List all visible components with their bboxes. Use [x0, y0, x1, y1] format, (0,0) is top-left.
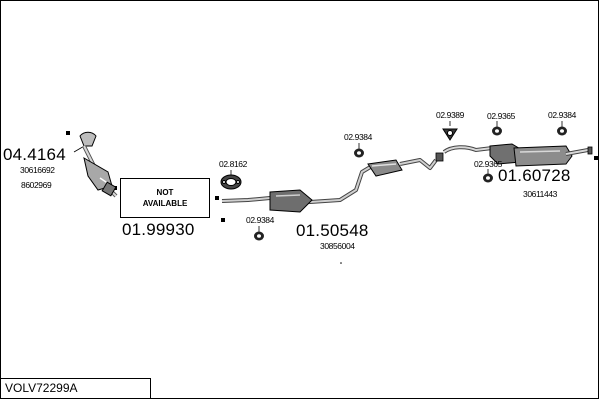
rear-mounting-1-number: 02.9365 — [487, 111, 515, 121]
reference-code: VOLV72299A — [5, 381, 78, 395]
front-pipe-part — [79, 131, 118, 198]
not-available-line-2: AVAILABLE — [142, 199, 188, 208]
reference-code-box: VOLV72299A — [0, 378, 151, 399]
gasket-number: 02.8162 — [219, 159, 247, 169]
gasket-part — [220, 174, 242, 190]
middle-pipe-part — [221, 152, 444, 213]
middle-mounting-number: 02.9384 — [344, 132, 372, 142]
mounting-rubber-rear-1 — [492, 126, 502, 136]
clamp-part — [442, 128, 458, 141]
front-pipe-code-1: 30616692 — [20, 165, 55, 175]
mounting-front-number: 02.9384 — [246, 215, 274, 225]
catalyst-number: 01.99930 — [122, 220, 195, 239]
not-available-line-1: NOT — [156, 188, 174, 197]
rear-mounting-3-number: 02.9384 — [548, 110, 576, 120]
front-pipe-code-2: 8602969 — [21, 180, 52, 190]
rear-silencer-code: 30611443 — [523, 189, 557, 199]
rear-silencer-number: 01.60728 — [498, 166, 571, 185]
rear-silencer-part — [442, 143, 593, 167]
mounting-rubber-middle — [354, 148, 364, 158]
front-pipe-number: 04.4164 — [3, 145, 66, 164]
rear-mounting-2-number: 02.9365 — [474, 159, 502, 169]
mounting-rubber-rear-3 — [557, 126, 567, 136]
mounting-rubber-rear-2 — [483, 173, 493, 183]
not-available-box: NOT AVAILABLE — [120, 178, 210, 218]
mounting-rubber-front — [254, 231, 264, 241]
middle-silencer-number: 01.50548 — [296, 221, 369, 240]
clamp-number: 02.9389 — [436, 110, 464, 120]
middle-silencer-code: 30856004 — [320, 241, 355, 251]
